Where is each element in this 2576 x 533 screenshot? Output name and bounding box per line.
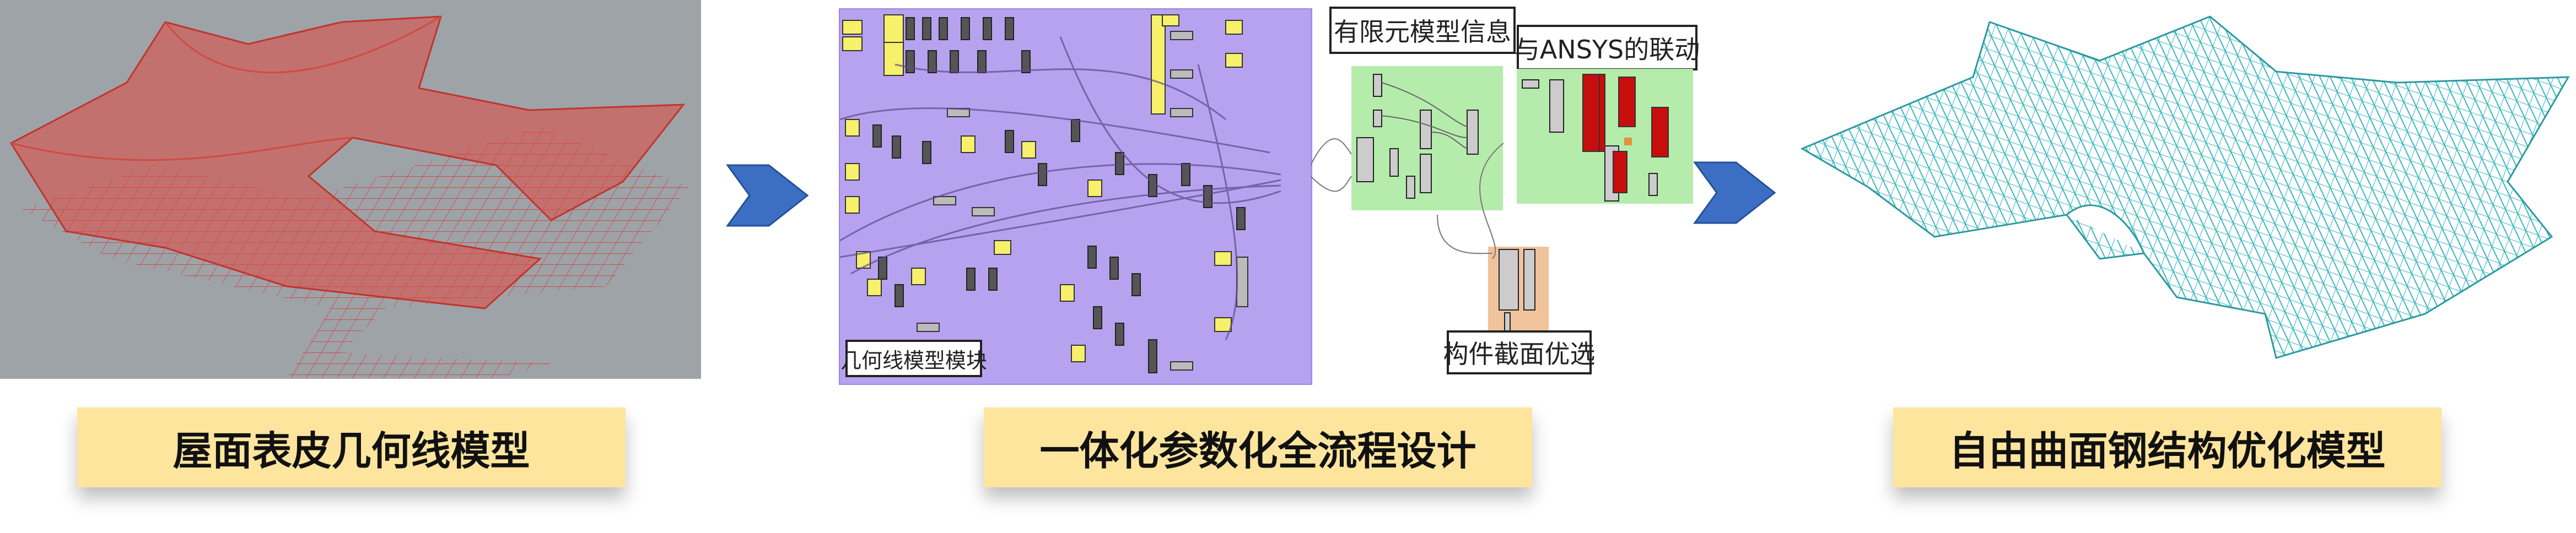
fem-info-tag: 有限元模型信息 — [1329, 7, 1516, 54]
roof-surface-model-image — [0, 0, 701, 379]
section-optimization-panel — [1488, 247, 1549, 335]
arrow-right-icon — [726, 164, 809, 227]
step-label-optimized-structure: 自由曲面钢结构优化模型 — [1893, 407, 2442, 487]
fem-nodes — [1356, 74, 1479, 199]
ansys-link-tag: 与ANSYS的联动 — [1515, 25, 1700, 70]
ansys-nodes — [1522, 74, 1669, 202]
node-graph — [840, 14, 1281, 373]
step-label-roof-surface: 屋面表皮几何线模型 — [77, 407, 626, 487]
fem-info-panel — [1351, 66, 1503, 210]
steel-structure-model-image — [1791, 6, 2576, 380]
geometry-module-panel: 几何线模型模块 — [839, 8, 1312, 385]
connection-wires — [1311, 138, 1504, 259]
arrow-right-icon — [1693, 161, 1776, 224]
ansys-link-panel — [1517, 69, 1693, 204]
section-nodes — [1499, 249, 1535, 335]
step-label-parametric-design: 一体化参数化全流程设计 — [984, 407, 1532, 487]
section-optimization-tag: 构件截面优选 — [1443, 330, 1596, 374]
roof-surface-drawing — [9, 15, 689, 379]
steel-mesh-drawing — [1800, 15, 2570, 359]
geometry-module-tag: 几何线模型模块 — [840, 340, 987, 377]
